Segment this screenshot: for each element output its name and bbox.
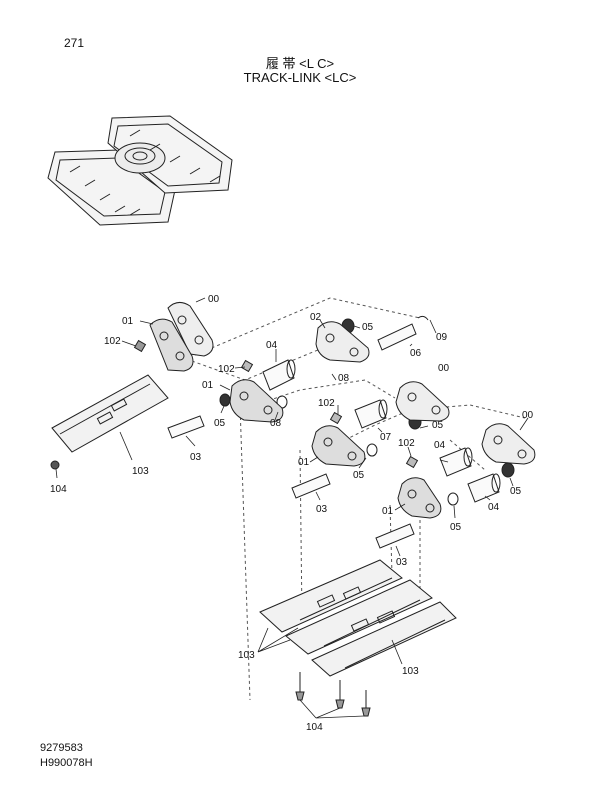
- label-104-f: 104: [306, 722, 323, 733]
- label-03-c: 03: [316, 504, 328, 515]
- label-07-c: 07: [380, 432, 392, 443]
- label-102-a: 102: [104, 336, 121, 347]
- track-shoe-left: [51, 374, 169, 453]
- shoe-bolts: [295, 672, 371, 717]
- label-04-e: 04: [434, 440, 446, 451]
- track-links-middle: [229, 321, 536, 519]
- label-01-b: 01: [202, 380, 214, 391]
- label-00-d: 00: [438, 363, 450, 374]
- label-05-c: 05: [353, 470, 365, 481]
- label-03-a: 03: [190, 452, 202, 463]
- document-code: 9279583: [40, 742, 83, 754]
- undercarriage-overview: [47, 115, 233, 226]
- label-08-b2: 08: [270, 418, 282, 429]
- label-08-b: 08: [338, 373, 350, 384]
- label-01-a: 01: [122, 316, 134, 327]
- label-103-a: 103: [132, 466, 149, 477]
- page-number: 271: [64, 36, 85, 50]
- small-hardware: [50, 339, 419, 470]
- part-number-labels: 00 01 102 104 103 05 03 02 05 09 04 06 0…: [50, 294, 534, 733]
- label-103-f2: 103: [402, 666, 419, 677]
- label-01-c: 01: [298, 457, 310, 468]
- track-shoes-bottom: [259, 559, 457, 677]
- label-00-a: 00: [208, 294, 220, 305]
- label-104-a: 104: [50, 484, 67, 495]
- bushings: [262, 359, 501, 503]
- title-japanese: 履 帯 <L C>: [265, 56, 335, 71]
- label-01-e: 01: [382, 506, 394, 517]
- label-05-e: 05: [510, 486, 522, 497]
- label-02-b: 02: [310, 312, 322, 323]
- label-102-e: 102: [398, 438, 415, 449]
- label-05-e2: 05: [450, 522, 462, 533]
- label-102-c: 102: [318, 398, 335, 409]
- title-english: TRACK-LINK <LC>: [243, 70, 357, 85]
- leader-lines: [55, 297, 529, 719]
- label-05-d: 05: [432, 420, 444, 431]
- label-05-a: 05: [214, 418, 226, 429]
- drawing-code: H990078H: [40, 757, 93, 769]
- label-00-e: 00: [522, 410, 534, 421]
- label-04-e2: 04: [488, 502, 500, 513]
- label-05-b: 05: [362, 322, 374, 333]
- guide-lines: [174, 297, 526, 701]
- pins: [167, 315, 429, 549]
- label-103-f: 103: [238, 650, 255, 661]
- track-link-left-group: [149, 302, 214, 372]
- label-09-b: 09: [436, 332, 448, 343]
- label-04-b: 04: [266, 340, 278, 351]
- label-06-b: 06: [410, 348, 422, 359]
- label-102-b: 102: [218, 364, 235, 375]
- label-03-e: 03: [396, 557, 408, 568]
